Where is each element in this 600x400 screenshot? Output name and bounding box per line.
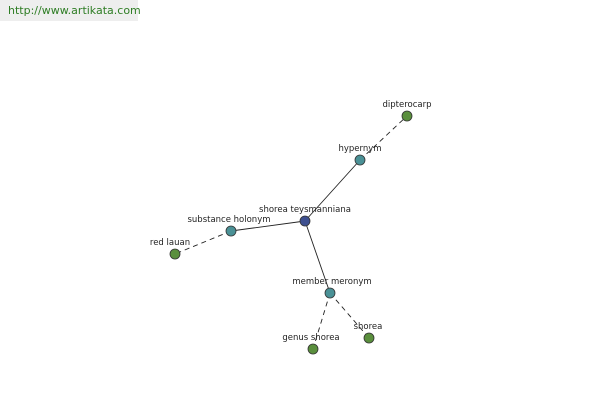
node-dipterocarp[interactable] bbox=[401, 110, 413, 122]
node-label-red-lauan: red lauan bbox=[150, 238, 190, 248]
node-hypernym[interactable] bbox=[354, 154, 366, 166]
edge-center-to-substance-holonym bbox=[230, 220, 306, 232]
edge-center-to-member-meronym bbox=[304, 220, 331, 294]
site-url-link[interactable]: http://www.artikata.com bbox=[8, 4, 141, 17]
edge-center-to-hypernym bbox=[304, 159, 361, 222]
node-label-substance-holonym: substance holonym bbox=[187, 215, 270, 225]
url-banner: http://www.artikata.com bbox=[0, 0, 141, 21]
node-center[interactable] bbox=[299, 215, 311, 227]
edge-member-meronym-to-shorea bbox=[329, 292, 370, 339]
node-member-meronym[interactable] bbox=[324, 287, 336, 299]
node-red-lauan[interactable] bbox=[169, 248, 181, 260]
node-genus-shorea[interactable] bbox=[307, 343, 319, 355]
graph-nodes: shorea teysmanniana hypernym dipterocarp su… bbox=[150, 100, 432, 355]
edge-member-meronym-to-genus-shorea bbox=[312, 292, 331, 350]
node-label-center: shorea teysmanniana bbox=[259, 205, 351, 215]
node-substance-holonym[interactable] bbox=[225, 225, 237, 237]
node-label-shorea: shorea bbox=[354, 322, 383, 332]
edge-substance-holonym-to-red-lauan bbox=[174, 230, 232, 255]
node-label-genus-shorea: genus shorea bbox=[282, 333, 339, 343]
edge-hypernym-to-dipterocarp bbox=[359, 115, 408, 161]
graph-edges bbox=[174, 115, 408, 350]
node-label-hypernym: hypernym bbox=[338, 144, 381, 154]
node-label-dipterocarp: dipterocarp bbox=[383, 100, 432, 110]
node-shorea[interactable] bbox=[363, 332, 375, 344]
node-label-member-meronym: member meronym bbox=[292, 277, 371, 287]
